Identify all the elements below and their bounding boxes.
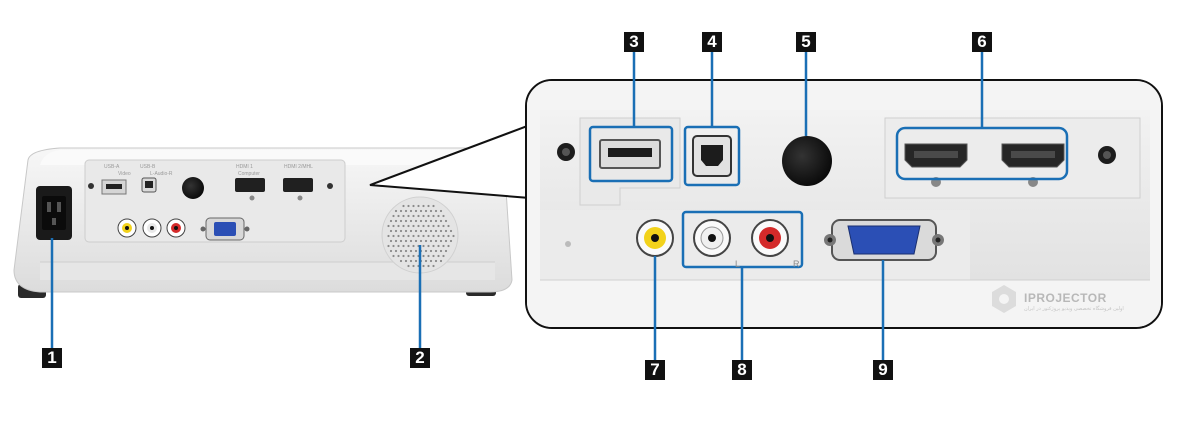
remote-sensor-small <box>182 177 204 199</box>
highlight-usb-a <box>588 125 674 183</box>
label-usb-b-small: USB-B <box>140 164 156 170</box>
label-audio-l: L <box>735 259 741 269</box>
hdmi2-port-small <box>283 178 313 192</box>
callout-badge-9: 9 <box>873 360 893 380</box>
label-audio-r: R <box>793 259 800 269</box>
label-video-small: Video <box>118 171 131 177</box>
label-usb-a-small: USB-A <box>104 164 120 170</box>
watermark-tagline: اولین فروشگاه تخصصی ویدیو پروژکتور در ای… <box>1024 306 1124 312</box>
rca-video-port <box>636 219 674 257</box>
watermark-logo <box>992 285 1016 313</box>
hdmi1-port-small <box>235 178 265 192</box>
callout-badge-4: 4 <box>702 32 722 52</box>
label-audio-small: L-Audio-R <box>150 171 173 177</box>
remote-sensor <box>782 136 832 186</box>
bottom-strip <box>40 262 495 280</box>
callout-badge-6: 6 <box>972 32 992 52</box>
zoomed-connector-panel <box>525 79 1163 329</box>
rca-audio-l-port <box>693 219 731 257</box>
callout-badge-8: 8 <box>732 360 752 380</box>
callout-badge-1: 1 <box>42 348 62 368</box>
vga-computer-port <box>824 219 944 261</box>
label-computer-small: Computer <box>238 171 260 177</box>
label-hdmi2-small: HDMI 2/MHL <box>284 164 313 170</box>
watermark-name: IPROJECTOR <box>1024 291 1107 305</box>
hdmi-1-port <box>904 143 968 187</box>
rca-audio-r-port <box>751 219 789 257</box>
callout-badge-7: 7 <box>645 360 665 380</box>
callout-badge-2: 2 <box>410 348 430 368</box>
callout-badge-3: 3 <box>624 32 644 52</box>
callout-badge-5: 5 <box>796 32 816 52</box>
label-hdmi1-small: HDMI 1 <box>236 164 253 170</box>
